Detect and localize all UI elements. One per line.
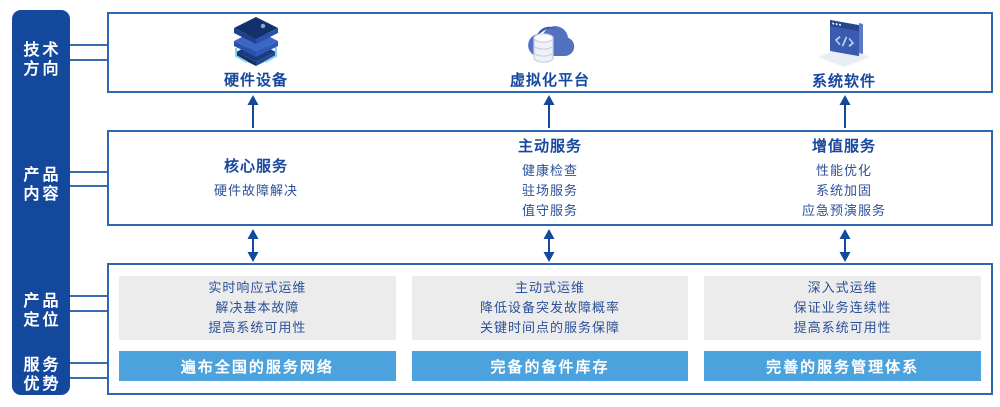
sidebar-label-tech-direction: 技术 方向 — [12, 41, 70, 79]
position-line: 主动式运维 — [515, 280, 586, 295]
up-arrow — [543, 95, 555, 128]
service-item: 驻场服务 — [521, 183, 578, 198]
advantage-banner: 遍布全国的服务网络 — [119, 351, 396, 381]
tech-item-hardware: 硬件设备 — [109, 14, 403, 91]
product-content-box: 核心服务 硬件故障解决 主动服务 健康检查 驻场服务 值守服务 增值服务 性能优… — [107, 130, 993, 226]
double-arrow — [839, 229, 851, 262]
position-line: 解决基本故障 — [215, 300, 300, 315]
service-column-core: 核心服务 硬件故障解决 — [109, 132, 403, 224]
product-position-box: 实时响应式运维 解决基本故障 提高系统可用性 遍布全国的服务网络 主动式运维 降… — [107, 263, 993, 395]
connector-line — [70, 185, 107, 187]
position-line: 关键时间点的服务保障 — [480, 320, 621, 335]
position-column-realtime: 实时响应式运维 解决基本故障 提高系统可用性 遍布全国的服务网络 — [119, 276, 396, 381]
position-panel: 实时响应式运维 解决基本故障 提高系统可用性 — [119, 276, 396, 340]
sidebar-label-line: 优势 — [23, 376, 62, 393]
position-panel: 主动式运维 降低设备突发故障概率 关键时间点的服务保障 — [411, 276, 689, 340]
tech-item-system-software: 系统软件 — [697, 14, 991, 91]
service-item: 系统加固 — [815, 183, 872, 198]
sidebar-label-line: 产品 — [23, 293, 62, 310]
position-column-proactive: 主动式运维 降低设备突发故障概率 关键时间点的服务保障 完备的备件库存 — [411, 276, 689, 381]
position-line: 保证业务连续性 — [793, 300, 892, 315]
up-arrow — [247, 95, 259, 128]
server-stack-icon — [234, 16, 278, 66]
service-column-title: 核心服务 — [223, 158, 288, 175]
connector-line — [70, 171, 107, 173]
tech-item-virtualization: 虚拟化平台 — [403, 14, 697, 91]
double-arrow — [247, 229, 259, 262]
tech-item-label: 虚拟化平台 — [509, 71, 590, 89]
position-line: 降低设备突发故障概率 — [480, 300, 621, 315]
tech-item-label: 硬件设备 — [223, 71, 288, 89]
sidebar-label-line: 产品 — [23, 167, 62, 184]
service-column-title: 增值服务 — [811, 138, 876, 155]
connector-line — [70, 44, 107, 46]
sidebar-label-product-content: 产品 内容 — [12, 166, 70, 204]
position-line: 深入式运维 — [807, 280, 878, 295]
service-item: 应急预演服务 — [801, 203, 886, 218]
left-category-bar: 技术 方向 产品 内容 产品 定位 服务 优势 — [12, 10, 70, 395]
position-column-indepth: 深入式运维 保证业务连续性 提高系统可用性 完善的服务管理体系 — [704, 276, 982, 381]
service-column-proactive: 主动服务 健康检查 驻场服务 值守服务 — [403, 132, 697, 224]
sidebar-label-product-position: 产品 定位 — [12, 292, 70, 330]
cloud-database-icon — [528, 25, 575, 63]
advantage-banner: 完备的备件库存 — [411, 351, 689, 381]
sidebar-label-line: 技术 — [23, 42, 62, 59]
connector-line — [70, 59, 107, 61]
service-item: 健康检查 — [521, 163, 578, 178]
connector-line — [70, 310, 107, 312]
service-column-title: 主动服务 — [517, 138, 582, 155]
tech-item-label: 系统软件 — [811, 72, 876, 90]
sidebar-label-line: 服务 — [23, 357, 62, 374]
up-arrow — [839, 95, 851, 128]
service-item: 性能优化 — [815, 163, 872, 178]
sidebar-label-line: 定位 — [23, 312, 62, 329]
sidebar-label-line: 内容 — [23, 186, 62, 203]
sidebar-label-line: 方向 — [23, 61, 62, 78]
service-column-value-added: 增值服务 性能优化 系统加固 应急预演服务 — [697, 132, 991, 224]
advantage-banner: 完善的服务管理体系 — [704, 351, 982, 381]
position-panel: 深入式运维 保证业务连续性 提高系统可用性 — [704, 276, 982, 340]
position-line: 提高系统可用性 — [208, 320, 307, 335]
position-line: 实时响应式运维 — [208, 280, 307, 295]
connector-line — [70, 362, 107, 364]
service-item: 值守服务 — [521, 203, 578, 218]
software-window-icon — [818, 19, 870, 67]
sidebar-label-service-advantage: 服务 优势 — [12, 356, 70, 394]
double-arrow — [543, 229, 555, 262]
service-item: 硬件故障解决 — [213, 183, 298, 198]
tech-direction-box: 硬件设备 虚拟化平台 — [107, 12, 993, 93]
position-line: 提高系统可用性 — [793, 320, 892, 335]
connector-line — [70, 295, 107, 297]
connector-line — [70, 377, 107, 379]
